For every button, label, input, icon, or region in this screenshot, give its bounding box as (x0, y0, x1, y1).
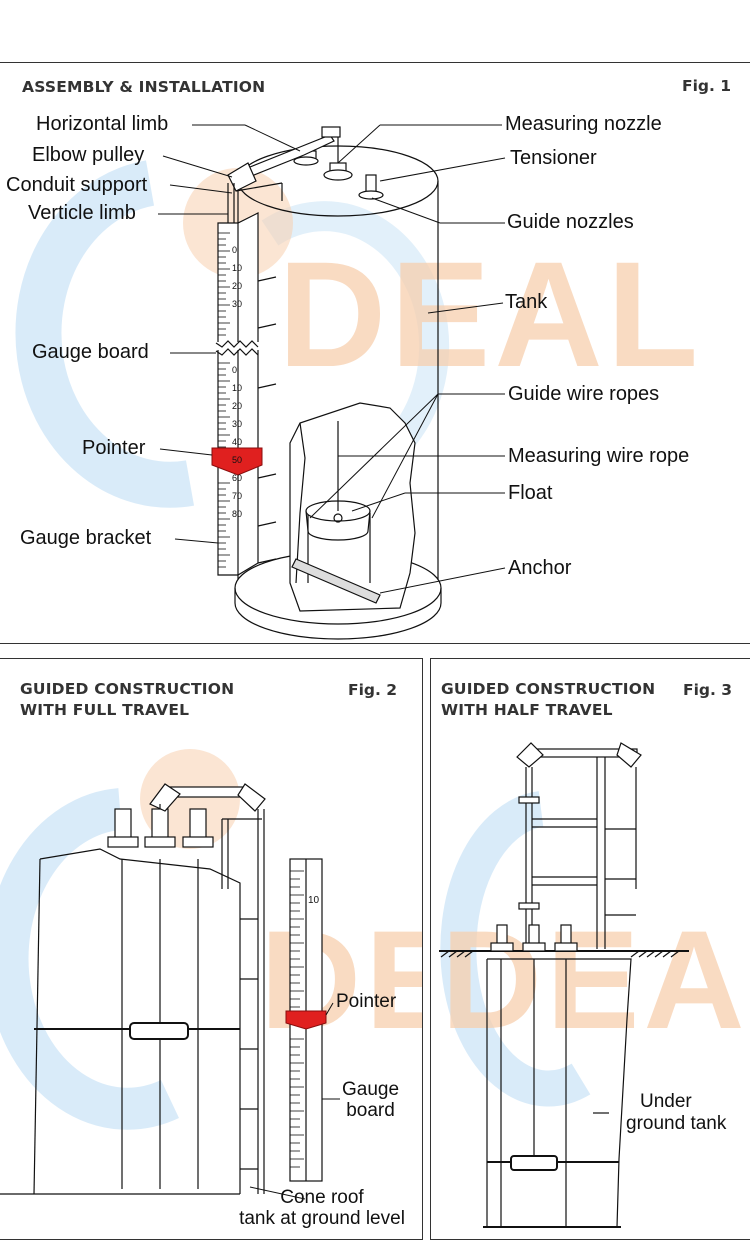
label-anchor: Anchor (508, 557, 572, 579)
label-under-ground-tank: Under ground tank (626, 1091, 726, 1135)
figure-number: Fig. 3 (683, 681, 733, 699)
label-tensioner: Tensioner (510, 147, 597, 169)
panel-title-line: WITH FULL TRAVEL (20, 701, 190, 719)
label-measuring-nozzle: Measuring nozzle (505, 113, 662, 135)
scale-tick-label: 40 (232, 437, 243, 447)
panel-title-line: GUIDED CONSTRUCTION (20, 680, 235, 698)
full-travel-drawing (0, 783, 340, 1200)
panel-title: GUIDED CONSTRUCTION WITH FULL TRAVEL (20, 679, 234, 721)
pointer-marker (285, 1010, 327, 1030)
scale-tick-label: 20 (232, 401, 243, 411)
label-line: Under (640, 1091, 692, 1112)
label-gauge-board: Gauge board (342, 1079, 399, 1121)
panel-title-line: WITH HALF TRAVEL (441, 701, 613, 719)
label-pointer: Pointer (82, 437, 146, 459)
label-line: Cone roof (280, 1187, 364, 1208)
label-pointer: Pointer (336, 991, 397, 1012)
panel-title: ASSEMBLY & INSTALLATION (22, 78, 266, 96)
half-travel-drawing (439, 742, 689, 1228)
watermark-text: DEAL (278, 230, 703, 398)
label-measuring-wire-rope: Measuring wire rope (508, 445, 690, 467)
label-elbow-pulley: Elbow pulley (32, 144, 145, 166)
label-float: Float (508, 482, 553, 504)
label-verticle-limb: Verticle limb (28, 202, 136, 224)
watermark-text: DEAL (260, 899, 422, 1061)
label-line: board (346, 1100, 395, 1121)
scale-tick-label: 30 (232, 419, 243, 429)
scale-tick-label: 60 (232, 473, 243, 483)
label-conduit-support: Conduit support (6, 174, 148, 196)
label-line: tank at ground level (239, 1208, 405, 1229)
label-line: ground tank (626, 1113, 727, 1134)
scale-tick-label: 80 (232, 509, 243, 519)
scale-tick-label: 50 (232, 455, 243, 465)
scale-tick-label: 70 (232, 491, 243, 501)
figure-1-panel: DEAL ASSEMBLY & INSTALLATION Fig. 1 (0, 62, 750, 644)
figure-2-panel: DEAL GUIDED CONSTRUCTION WITH FULL TRAVE… (0, 658, 423, 1240)
watermark-text: DEAL (441, 901, 750, 1058)
label-tank: Tank (505, 291, 548, 313)
label-line: Gauge (342, 1079, 400, 1100)
scale-tick-label: 0 (232, 245, 238, 255)
gauge-scale-top: 0 10 20 30 (232, 241, 242, 313)
figure-3-panel: DEAL GUIDED CONSTRUCTION WITH HALF TRAVE… (430, 658, 750, 1240)
tank-assembly-drawing (158, 124, 506, 640)
scale-tick-label: 10 (232, 263, 243, 273)
scale-tick-label: 30 (232, 299, 243, 309)
label-gauge-bracket: Gauge bracket (20, 527, 152, 549)
label-cone-roof-tank: Cone roof tank at ground level (222, 1187, 422, 1229)
label-gauge-board: Gauge board (32, 341, 149, 363)
panel-title: GUIDED CONSTRUCTION WITH HALF TRAVEL (441, 679, 655, 721)
scale-tick-label: 20 (232, 281, 243, 291)
label-guide-wire-ropes: Guide wire ropes (508, 383, 660, 405)
label-horizontal-limb: Horizontal limb (36, 113, 169, 135)
gauge-scale-bottom: 0 10 20 30 40 50 60 70 80 (232, 361, 242, 523)
figure-number: Fig. 1 (682, 77, 732, 95)
figure-number: Fig. 2 (348, 681, 398, 699)
pointer-marker (211, 447, 263, 476)
gauge-scale: 10 (308, 895, 320, 906)
scale-tick-label: 0 (232, 365, 238, 375)
label-guide-nozzles: Guide nozzles (507, 211, 634, 233)
panel-title-line: GUIDED CONSTRUCTION (441, 680, 656, 698)
scale-tick-label: 10 (232, 383, 243, 393)
